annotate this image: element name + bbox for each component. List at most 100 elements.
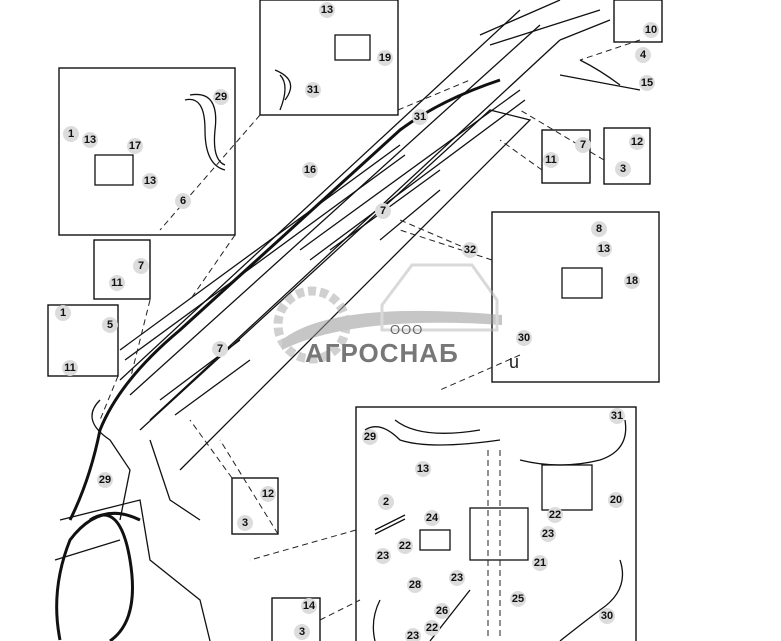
callout-5: 5: [102, 317, 118, 333]
callout-circle: [97, 472, 113, 488]
callout-number: 11: [545, 154, 557, 166]
callout-circle: [397, 538, 413, 554]
leader-lines: [99, 39, 641, 640]
callout-24: 24: [424, 510, 440, 526]
callout-25: 25: [510, 591, 526, 607]
callout-circle: [377, 50, 393, 66]
callout-circle: [449, 570, 465, 586]
callout-number: 20: [610, 494, 622, 506]
callout-number: 18: [626, 275, 638, 287]
callout-number: 28: [409, 579, 421, 591]
callout-3: 3: [615, 161, 631, 177]
callout-circle: [109, 275, 125, 291]
callout-number: 15: [641, 77, 653, 89]
callout-29: 29: [97, 472, 113, 488]
callout-circle: [532, 555, 548, 571]
callout-21: 21: [532, 555, 548, 571]
callout-23: 23: [449, 570, 465, 586]
callout-circle: [609, 408, 625, 424]
callout-circle: [294, 624, 310, 640]
callout-22: 22: [397, 538, 413, 554]
callout-circle: [375, 203, 391, 219]
callout-circle: [516, 330, 532, 346]
callout-number: 7: [138, 260, 144, 272]
callout-32: 32: [462, 242, 478, 258]
callout-circle: [305, 82, 321, 98]
callout-number: 23: [407, 630, 419, 641]
callout-number: 29: [99, 474, 111, 486]
callout-circle: [62, 360, 78, 376]
callout-number: 12: [631, 136, 643, 148]
callout-circle: [212, 341, 228, 357]
callout-circle: [629, 134, 645, 150]
callout-number: 13: [417, 463, 429, 475]
watermark-name: АГРОСНАБ: [305, 338, 459, 368]
callout-number: 17: [129, 140, 141, 152]
callout-circle: [643, 22, 659, 38]
callout-circle: [213, 89, 229, 105]
callout-number: 1: [60, 307, 66, 319]
callout-2: 2: [378, 494, 394, 510]
callout-number: 32: [464, 244, 476, 256]
callout-number: 31: [307, 84, 319, 96]
callout-20: 20: [608, 492, 624, 508]
callout-13: 13: [82, 132, 98, 148]
callout-17: 17: [127, 138, 143, 154]
callout-circle: [142, 173, 158, 189]
callout-circle: [378, 494, 394, 510]
callout-number: 23: [451, 572, 463, 584]
callout-number: 14: [303, 600, 316, 612]
callout-circle: [635, 47, 651, 63]
callout-number: 31: [611, 410, 623, 422]
callout-circle: [462, 242, 478, 258]
callout-circle: [375, 548, 391, 564]
callout-number: 23: [377, 550, 389, 562]
callout-4: 4: [635, 47, 651, 63]
callout-30: 30: [599, 608, 615, 624]
callout-29: 29: [362, 429, 378, 445]
callout-number: 26: [436, 605, 448, 617]
callout-12: 12: [260, 486, 276, 502]
callout-circle: [319, 2, 335, 18]
callout-7: 7: [212, 341, 228, 357]
callout-10: 10: [643, 22, 659, 38]
callout-13: 13: [415, 461, 431, 477]
callout-3: 3: [237, 515, 253, 531]
callout-circle: [639, 75, 655, 91]
callout-circle: [543, 152, 559, 168]
callout-circle: [591, 221, 607, 237]
callout-1: 1: [55, 305, 71, 321]
callout-circle: [405, 628, 421, 641]
callout-8: 8: [591, 221, 607, 237]
callout-number: 11: [64, 362, 76, 374]
callout-13: 13: [319, 2, 335, 18]
callout-circle: [424, 620, 440, 636]
callout-number: 7: [380, 205, 386, 217]
callout-11: 11: [62, 360, 78, 376]
callout-number: 7: [217, 343, 223, 355]
callout-circle: [596, 241, 612, 257]
callout-number: 25: [512, 593, 524, 605]
callout-31: 31: [305, 82, 321, 98]
callout-circle: [547, 507, 563, 523]
callout-number: 21: [534, 557, 546, 569]
callout-circle: [237, 515, 253, 531]
callout-circle: [615, 161, 631, 177]
callout-number: 3: [242, 517, 248, 529]
callout-number: 30: [518, 332, 530, 344]
callout-circle: [624, 273, 640, 289]
callout-circle: [599, 608, 615, 624]
callout-circle: [407, 577, 423, 593]
callout-number: 7: [580, 139, 586, 151]
callout-circle: [575, 137, 591, 153]
callout-number: 16: [304, 164, 316, 176]
callout-11: 11: [543, 152, 559, 168]
callout-circle: [540, 526, 556, 542]
callout-circle: [608, 492, 624, 508]
callout-23: 23: [375, 548, 391, 564]
callout-circle: [510, 591, 526, 607]
callout-number: 3: [620, 163, 626, 175]
callout-number: 22: [426, 622, 438, 634]
side-mark: u: [509, 352, 520, 372]
